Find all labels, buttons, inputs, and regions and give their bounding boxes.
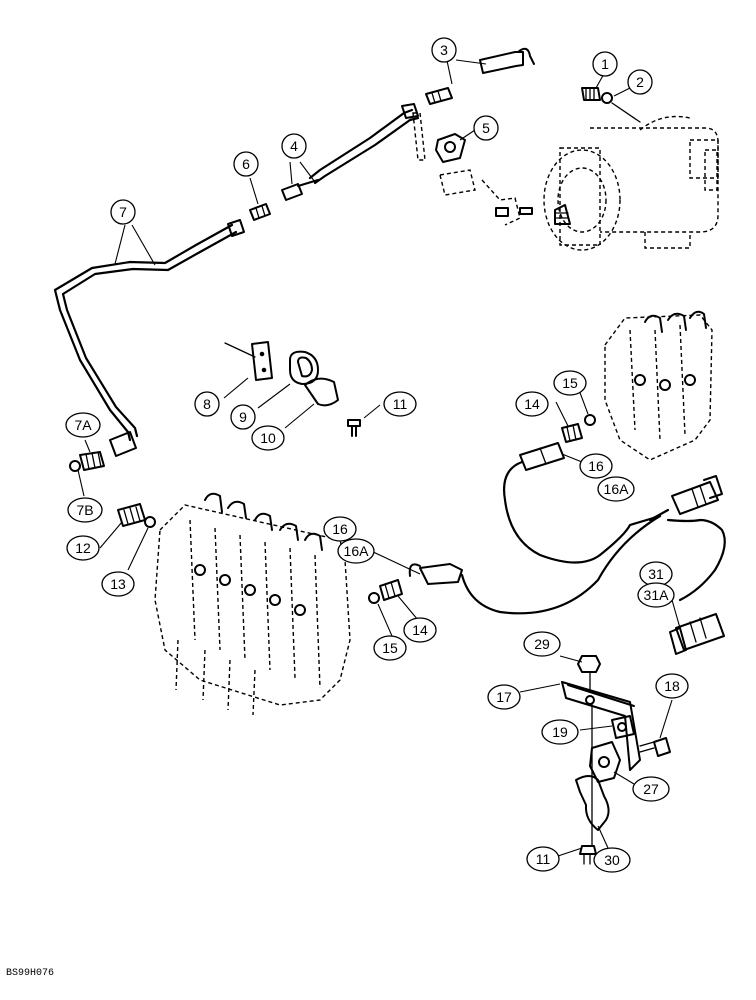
svg-text:4: 4	[290, 138, 298, 154]
clamp-bracket-assembly	[412, 112, 533, 226]
svg-text:30: 30	[604, 852, 620, 868]
svg-text:7: 7	[119, 204, 127, 220]
callout-16a-left: 16A	[337, 538, 375, 564]
svg-text:1: 1	[601, 56, 609, 72]
valve-fitting-14-15-right	[561, 414, 596, 443]
auxiliary-valve	[604, 310, 713, 461]
svg-text:10: 10	[260, 430, 276, 446]
hose-31-assembly	[648, 475, 726, 655]
svg-text:27: 27	[643, 781, 659, 797]
callout-10: 10	[251, 425, 285, 451]
hydraulic-pump	[543, 115, 719, 251]
callout-8: 8	[194, 391, 220, 417]
callout-16a-right: 16A	[597, 476, 635, 502]
mounting-bracket-assembly	[561, 655, 671, 865]
callout-16-left: 16	[323, 516, 357, 542]
svg-text:7A: 7A	[74, 417, 92, 433]
svg-text:12: 12	[75, 540, 91, 556]
callout-31: 31	[639, 561, 673, 587]
callout-9: 9	[230, 404, 256, 430]
callout-7b: 7B	[67, 497, 103, 523]
svg-text:14: 14	[412, 622, 428, 638]
pressure-tube	[53, 103, 420, 457]
tube-clamp-group	[224, 341, 361, 437]
callout-15-left: 15	[373, 635, 407, 661]
callout-15-right: 15	[553, 370, 587, 396]
callout-29: 29	[523, 631, 561, 657]
svg-text:3: 3	[440, 42, 448, 58]
leader-lines	[77, 55, 681, 857]
callout-labels: 1 2 3 4 5 6 7 7A 7B 8 9 10 11 12 13 14 1…	[65, 37, 689, 873]
svg-text:15: 15	[562, 375, 578, 391]
fitting-7a-7b	[69, 451, 105, 472]
svg-text:2: 2	[636, 74, 644, 90]
callout-12: 12	[66, 535, 100, 561]
callout-2: 2	[627, 69, 653, 95]
control-valve	[117, 492, 351, 716]
callout-7: 7	[110, 199, 136, 225]
callout-5: 5	[473, 115, 499, 141]
callout-6: 6	[233, 151, 259, 177]
callout-14-left: 14	[403, 617, 437, 643]
callout-16-right: 16	[579, 453, 613, 479]
callout-19: 19	[541, 719, 579, 745]
svg-text:16A: 16A	[604, 481, 630, 497]
svg-text:29: 29	[534, 636, 550, 652]
svg-text:19: 19	[552, 724, 568, 740]
svg-text:8: 8	[203, 396, 211, 412]
callout-1: 1	[592, 51, 618, 77]
callout-3: 3	[431, 37, 457, 63]
svg-text:31: 31	[648, 566, 664, 582]
callout-13: 13	[101, 571, 135, 597]
callout-27: 27	[632, 776, 670, 802]
svg-text:9: 9	[239, 409, 247, 425]
hose-assembly	[368, 442, 662, 615]
svg-text:13: 13	[110, 576, 126, 592]
pump-fittings	[425, 47, 641, 123]
svg-text:14: 14	[524, 396, 540, 412]
callout-4: 4	[281, 133, 307, 159]
reference-code: BS99H076	[6, 968, 54, 979]
callout-11-top: 11	[383, 391, 417, 417]
callout-14-right: 14	[515, 391, 549, 417]
svg-text:5: 5	[482, 120, 490, 136]
callout-30: 30	[593, 847, 631, 873]
svg-text:16: 16	[588, 458, 604, 474]
callout-17: 17	[487, 684, 521, 710]
svg-text:18: 18	[664, 678, 680, 694]
svg-text:16A: 16A	[344, 543, 370, 559]
svg-text:11: 11	[536, 851, 551, 867]
svg-text:7B: 7B	[76, 502, 93, 518]
callout-11-bottom: 11	[526, 846, 560, 872]
callout-18: 18	[655, 673, 689, 699]
callout-7a: 7A	[65, 412, 101, 438]
svg-text:17: 17	[496, 689, 512, 705]
callout-31a: 31A	[637, 582, 675, 608]
svg-text:11: 11	[393, 396, 408, 412]
svg-text:16: 16	[332, 521, 348, 537]
tube-fittings	[249, 179, 319, 221]
svg-text:31A: 31A	[644, 587, 670, 603]
svg-text:15: 15	[382, 640, 398, 656]
svg-text:6: 6	[242, 156, 250, 172]
